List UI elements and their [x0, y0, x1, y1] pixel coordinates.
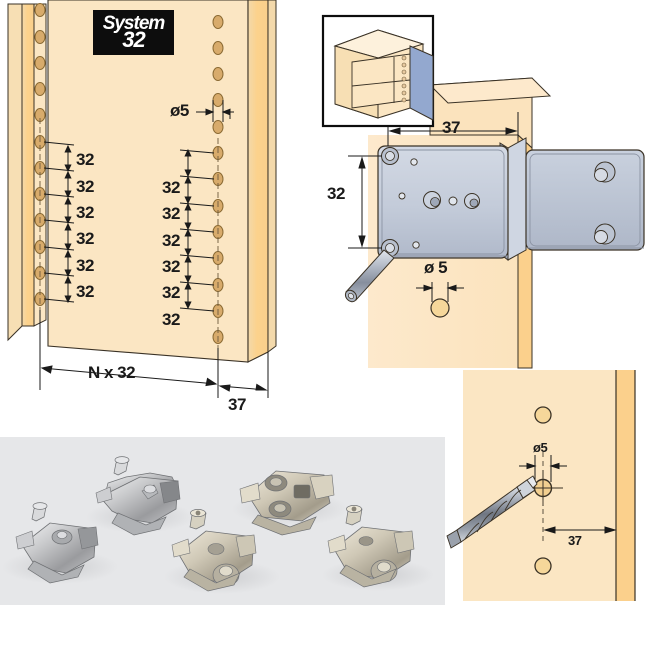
hinge-assembly-illustration: [321, 14, 645, 369]
right-hole-column: [212, 15, 224, 344]
left-spacing-label-5: 32: [76, 256, 94, 275]
existing-hole-lower: [534, 557, 552, 575]
edge-distance-dimension: [543, 526, 617, 534]
left-spacing-label-3: 32: [76, 203, 94, 222]
right-spacing-label-5: 32: [162, 283, 180, 302]
drill-bit: [446, 475, 538, 549]
mounting-plate-item: [239, 470, 335, 536]
hole-diameter-callout: [416, 282, 464, 318]
rear-mounting-plate: [525, 149, 645, 251]
drilling-pattern-illustration: [7, 0, 277, 398]
drill-hole-diameter-label: ø5: [533, 440, 548, 455]
horizontal-dimension-label: N x 32: [88, 363, 136, 382]
left-spacing-label-4: 32: [76, 229, 94, 248]
front-mounting-plate: [377, 145, 509, 259]
hole-diameter-label: ø 5: [424, 258, 448, 277]
mounting-plate-item: [171, 509, 257, 592]
mounting-plate-item: [15, 502, 99, 584]
right-spacing-label-4: 32: [162, 257, 180, 276]
right-dimension-leaders: [179, 149, 215, 312]
right-spacing-label-2: 32: [162, 204, 180, 223]
drill-detail-illustration: [446, 370, 636, 601]
logo-line-1: System: [102, 12, 166, 34]
mounting-plate-item: [95, 456, 181, 536]
cabinet-inset-illustration: [321, 14, 435, 128]
mounting-plates-photo: [0, 437, 445, 605]
dowel-pin: [344, 249, 395, 303]
diameter-label-pattern: ø5: [170, 101, 189, 120]
left-dimension-arrows: [64, 144, 72, 304]
left-spacing-label-2: 32: [76, 177, 94, 196]
height-dimension: [348, 155, 382, 249]
drill-detail-panel: ø5 37: [446, 370, 638, 601]
existing-hole-upper: [534, 406, 552, 424]
horizontal-dimension: [39, 310, 269, 398]
mounting-plate-item: [327, 505, 415, 588]
edge-dimension-label: 37: [228, 395, 246, 414]
left-spacing-label-6: 32: [76, 282, 94, 301]
right-dimension-arrows: [184, 148, 192, 310]
right-spacing-label-6: 32: [162, 310, 180, 329]
system32-logo: System 32: [93, 10, 174, 55]
hole-diameter-dimension: [519, 455, 567, 482]
right-spacing-label-1: 32: [162, 178, 180, 197]
height-dimension-label: 32: [327, 184, 345, 203]
drilling-pattern-panel: System 32 ø5 32 32 32 32 32 32 32 32 32 …: [0, 0, 320, 430]
left-spacing-label-1: 32: [76, 150, 94, 169]
diameter-indicator-right: [196, 100, 234, 122]
drill-edge-distance-label: 37: [568, 533, 582, 548]
depth-dimension: [387, 112, 519, 146]
logo-line-2: 32: [122, 27, 146, 53]
right-spacing-label-3: 32: [162, 231, 180, 250]
hinge-assembly-panel: 37 32 ø 5: [320, 0, 650, 369]
cabinet-side-panel: [47, 0, 277, 363]
left-dimension-leaders: [43, 141, 75, 303]
depth-dimension-label: 37: [442, 118, 460, 137]
mounting-plates-photo-illustration: [2, 456, 434, 594]
